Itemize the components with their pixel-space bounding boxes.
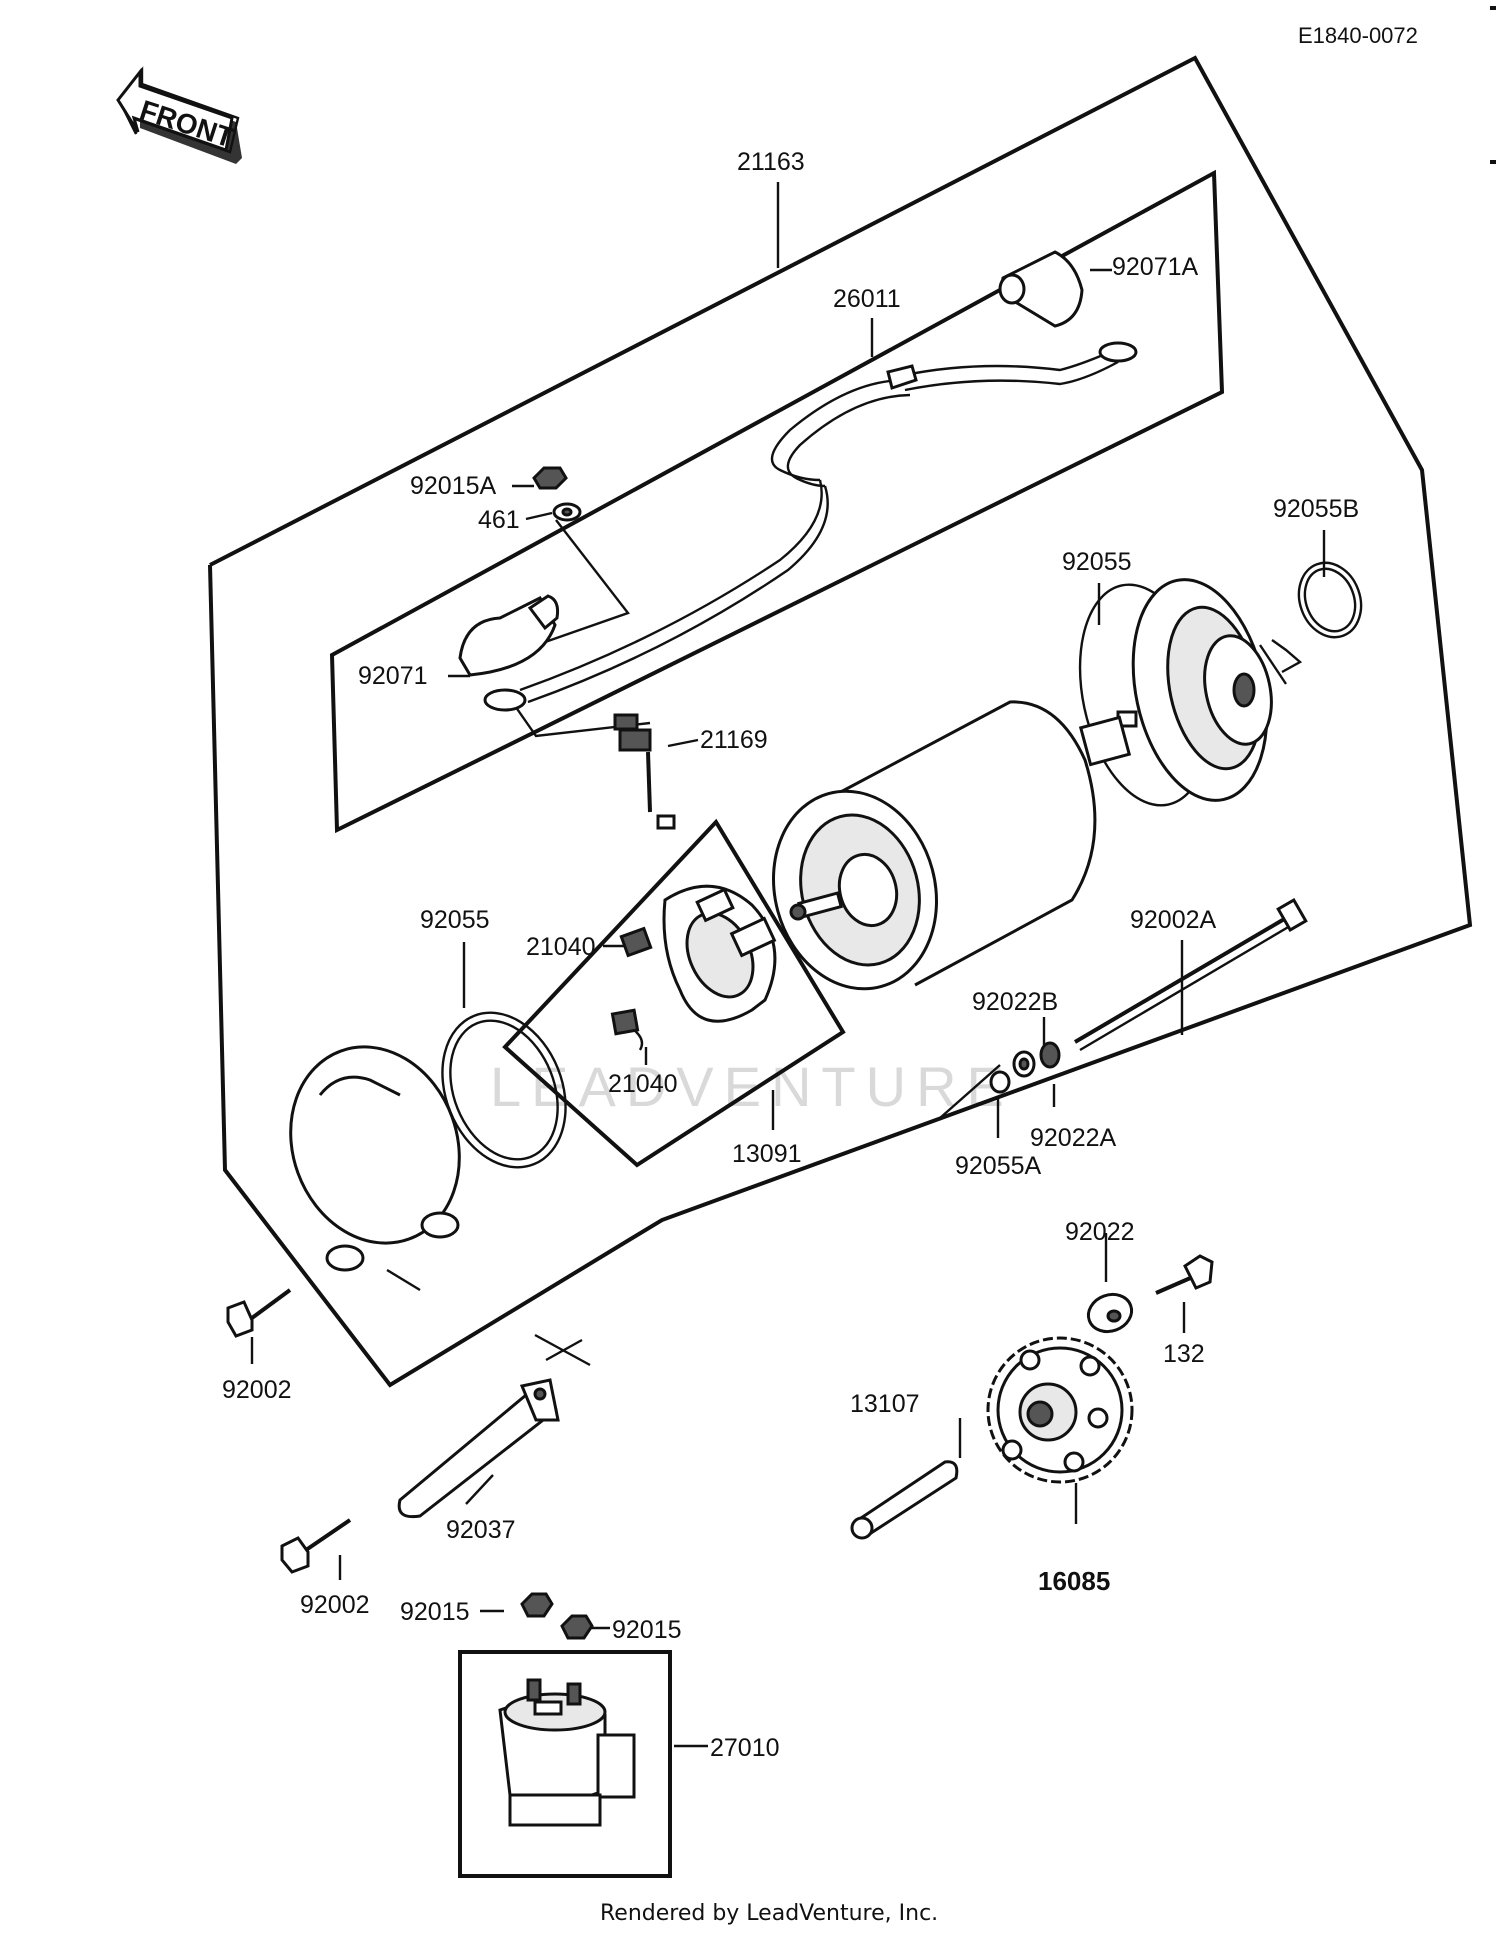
callout-21040-a: 21040 [526,933,596,961]
callout-21169: 21169 [700,726,768,754]
callout-13107: 13107 [850,1390,920,1418]
callout-92022A: 92022A [1030,1124,1117,1152]
nut-92015A [532,466,568,490]
callout-92015-b: 92015 [612,1616,682,1644]
washer-92022A [1039,1041,1061,1069]
bolt-132 [1155,1254,1214,1295]
washer-92022B-hole [1018,1057,1030,1071]
terminal-boot-92071 [458,594,560,677]
leader-lines [250,182,1326,1748]
cable-group-outline [329,169,1225,834]
o-ring-92055B [1297,561,1363,639]
terminal-boot-92071A [998,250,1084,328]
bolt-92002-a [226,1288,292,1338]
callout-92022B: 92022B [972,988,1058,1016]
brush-21040-a [619,926,653,958]
washer-461 [552,502,582,522]
watermark: LEADVENTURE [490,1055,1014,1118]
callout-92055B: 92055B [1273,495,1359,523]
assembly-outline [208,55,1473,1388]
brush-holder-plate-13091 [662,884,777,1023]
o-ring-92055A [989,1070,1011,1094]
diagram-code: E1840-0072 [1298,23,1418,48]
callout-92002-a: 92002 [222,1376,292,1404]
callout-461: 461 [478,506,520,534]
gear-end-cover [1116,578,1273,802]
callout-labels: 21163 26011 92071A 92015A 461 92055B 920… [222,148,1359,1762]
callout-92015A: 92015A [410,472,497,500]
callout-132: 132 [1163,1340,1205,1368]
idle-gear-16085 [986,1336,1134,1484]
callout-92071A: 92071A [1112,253,1199,281]
callout-21163: 21163 [737,148,805,176]
callout-92055-top: 92055 [1062,548,1132,576]
front-arrow: FRONT [116,66,242,164]
nut-92015-b [560,1614,594,1640]
footer-credit: Rendered by LeadVenture, Inc. [600,1901,938,1926]
through-bolt-92002A [1073,898,1308,1052]
idle-shaft-13107 [850,1460,959,1540]
callout-92015-a: 92015 [400,1598,470,1626]
commutator-end-cover [289,1045,461,1272]
armature-yoke [772,700,1132,991]
callout-92071: 92071 [358,662,428,690]
brush-holder-outline [502,818,846,1168]
bolt-92002-b [280,1518,352,1574]
callout-92022: 92022 [1065,1218,1135,1246]
nut-92015-a [520,1592,554,1618]
callout-92002A: 92002A [1130,906,1217,934]
edge-mark-top [1490,6,1496,10]
callout-27010: 27010 [710,1734,780,1762]
edge-mark-mid [1490,160,1496,164]
washer-92022-hole [1106,1309,1122,1323]
o-ring-92055B-inner [1303,567,1357,633]
callout-92055A: 92055A [955,1152,1042,1180]
solenoid-outline [458,1650,672,1878]
brush-21040-b [610,1008,644,1051]
callout-92055-left: 92055 [420,906,490,934]
callout-26011: 26011 [833,285,901,313]
brush-terminal-21169 [613,713,676,830]
o-ring-92055-left-inner [449,1019,559,1161]
callout-92002-b: 92002 [300,1591,370,1619]
stay-92037 [397,1378,560,1519]
callout-16085: 16085 [1038,1566,1110,1596]
callout-21040-b: 21040 [608,1070,678,1098]
starter-cable-26011 [483,341,1138,712]
callout-13091: 13091 [732,1140,802,1168]
callout-92037: 92037 [446,1516,516,1544]
starter-relay-27010 [498,1678,636,1827]
